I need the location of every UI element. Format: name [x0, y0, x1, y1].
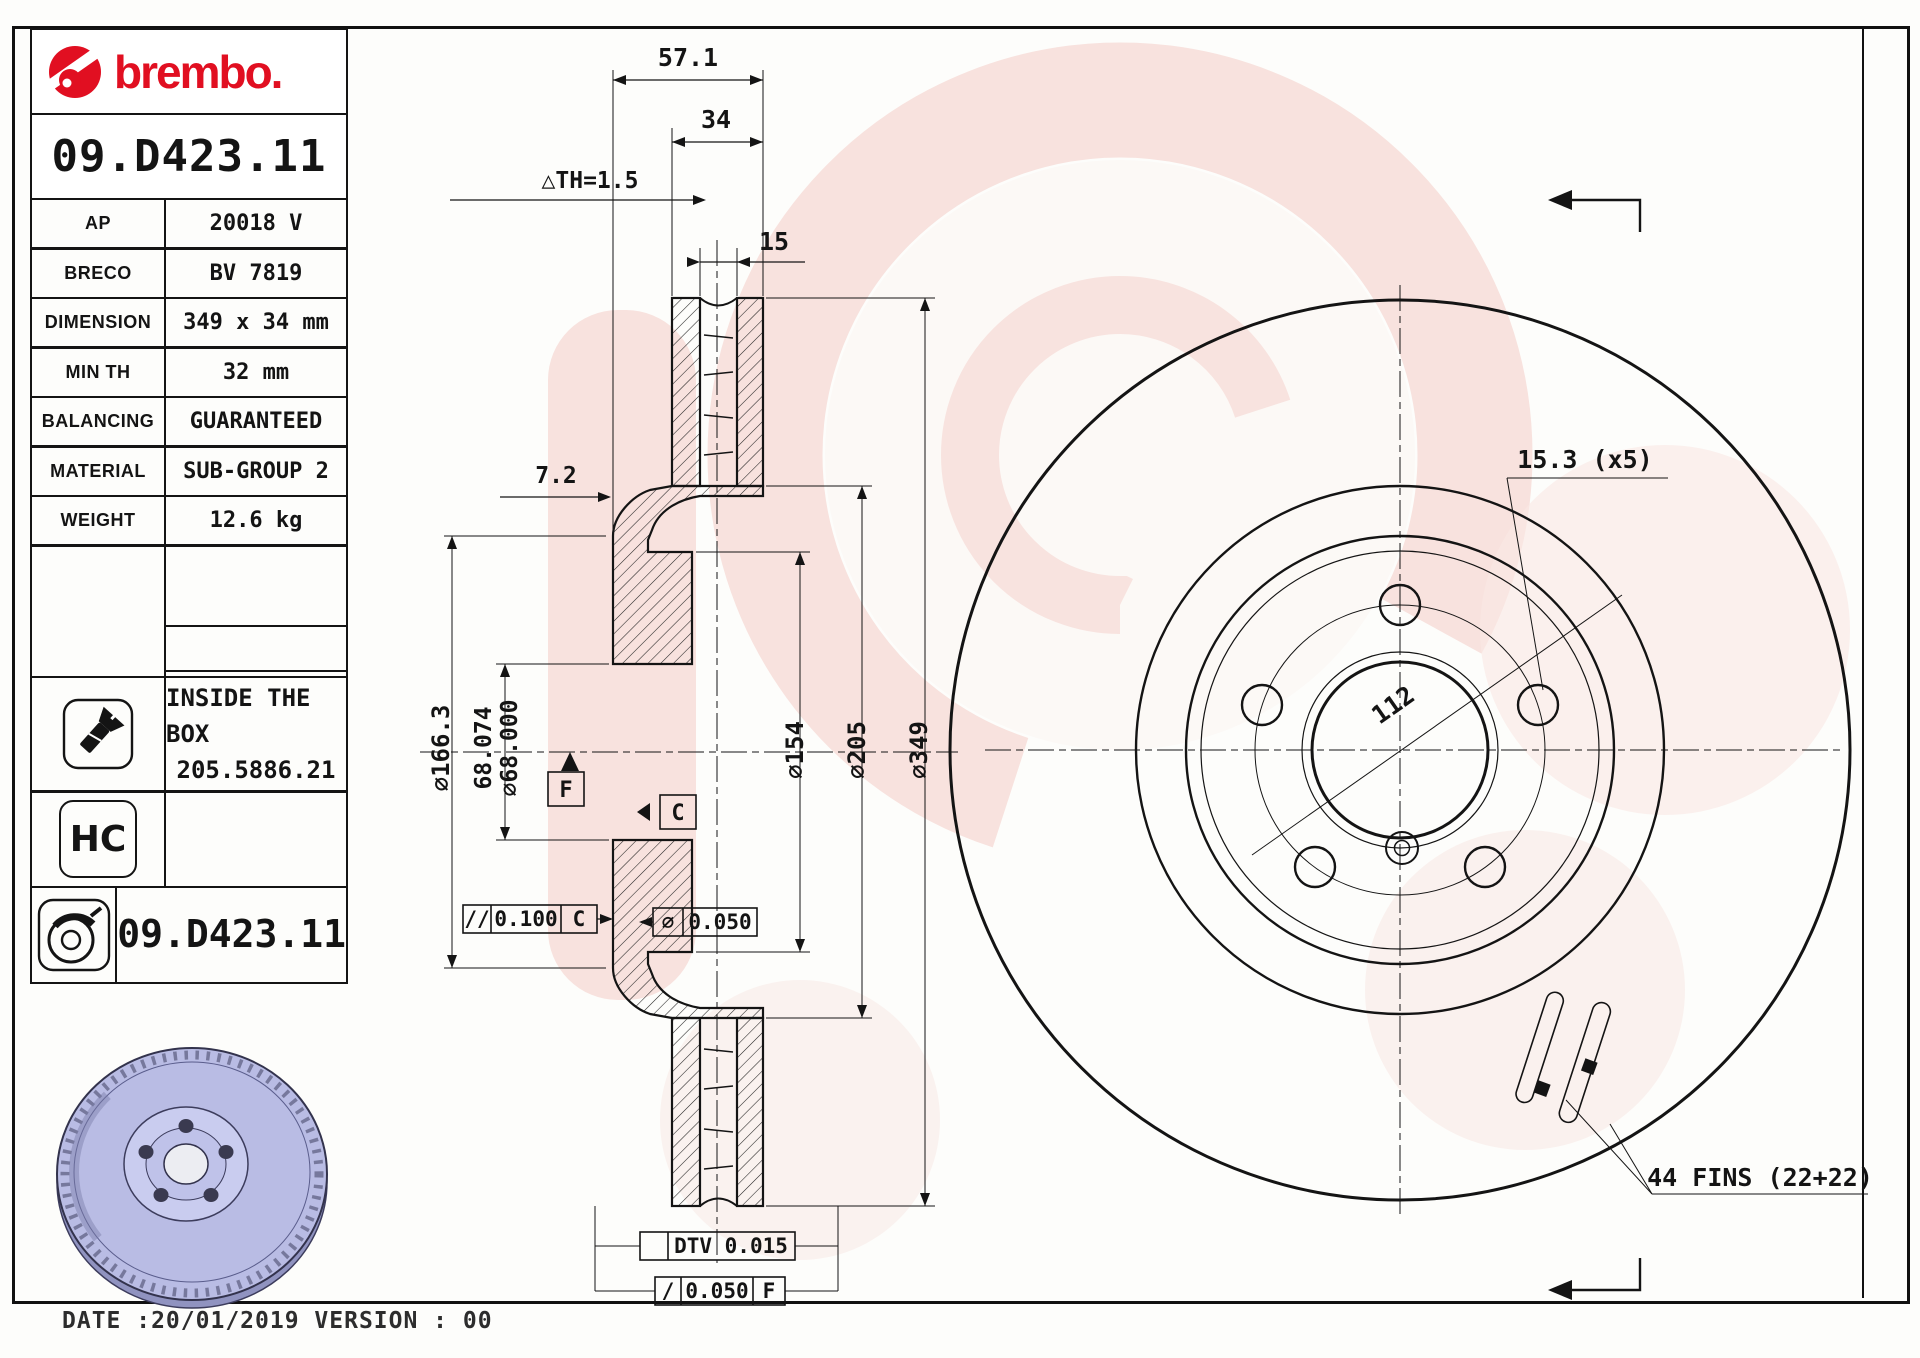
dia-outer: ∅349 — [905, 721, 933, 779]
row-value: SUB-GROUP 2 — [183, 458, 329, 484]
frame-circular-value: 0.050 — [688, 910, 751, 934]
row-label: AP — [32, 199, 166, 248]
dim-band-width: 34 — [701, 105, 731, 134]
datum-f-label: F — [559, 778, 572, 803]
frame-runout-value: 0.050 — [685, 1279, 748, 1303]
empty-row — [30, 544, 348, 678]
inside-the-box-code: 205.5886.21 — [176, 756, 336, 784]
frame-margin-line — [1862, 26, 1864, 1298]
dim-plate: 15 — [759, 227, 789, 256]
row-label: MATERIAL — [32, 447, 166, 495]
extension-lines — [444, 70, 935, 1207]
hat-section-top — [611, 484, 765, 666]
dim-offset: 7.2 — [535, 463, 577, 489]
fin-detail — [1515, 991, 1868, 1195]
table-row: MIN TH 32 mm — [30, 346, 348, 398]
bolt-holes — [1240, 583, 1560, 889]
hc-label: HC — [69, 818, 127, 860]
brembo-watermark — [548, 42, 1850, 1260]
vent-slot-top-edge — [699, 297, 738, 307]
table-row: MATERIAL SUB-GROUP 2 — [30, 445, 348, 497]
wheel-face-circle — [1200, 550, 1600, 950]
part-number-box: 09.D423.11 — [30, 113, 348, 200]
band-inner-circle — [1134, 484, 1666, 1016]
row-value: 12.6 kg — [209, 508, 303, 533]
center-bore-circle — [1310, 660, 1490, 840]
hc-row: HC — [30, 790, 348, 888]
tolerance-frames — [462, 771, 839, 1306]
frame-runout-datum: F — [763, 1279, 776, 1303]
row-label: BRECO — [32, 249, 166, 297]
table-row: DIMENSION 349 x 34 mm — [30, 296, 348, 349]
vane-marks — [703, 334, 734, 1170]
bottom-part-number: 09.D423.11 — [117, 912, 346, 956]
inner-plate-top — [735, 296, 765, 488]
bottom-part-row: 09.D423.11 — [30, 885, 348, 984]
dim-fins: 44 FINS (22+22) — [1647, 1163, 1873, 1192]
bolt-pitch-circle — [1254, 604, 1546, 896]
date-version-note: DATE :20/01/2019 VERSION : 00 — [62, 1308, 493, 1334]
row-value: 32 mm — [222, 359, 290, 385]
row-value: 20018 V — [209, 211, 303, 236]
inside-the-box-row: INSIDE THE BOX 205.5886.21 — [30, 675, 348, 793]
row-value: GUARANTEED — [189, 409, 323, 434]
datum-c-label: C — [671, 801, 684, 826]
dimension-arrows — [447, 75, 930, 1206]
brand-wordmark: brembo. — [114, 45, 283, 98]
pitch-diagonal-line — [1251, 594, 1623, 856]
dia-hat: ∅166.3 — [427, 705, 455, 792]
title-block: brembo. 09.D423.11 AP 20018 V BRECO BV 7… — [30, 27, 348, 984]
table-row: BALANCING GUARANTEED — [30, 395, 348, 448]
dia-band-inner: ∅205 — [843, 721, 871, 779]
section-cut-arrows — [1548, 190, 1642, 1300]
bore-chamfer-circle — [1301, 651, 1499, 849]
screw-icon — [62, 698, 134, 770]
row-value: BV 7819 — [209, 260, 303, 286]
brand-header: brembo. — [30, 27, 348, 116]
section-view: 57.1 34 △TH=1.5 15 7.2 ∅166.3 68.074 ∅68… — [420, 43, 958, 1306]
render-bolt-holes — [138, 1119, 234, 1202]
dim-th-variation: △TH=1.5 — [542, 168, 639, 194]
frame-dtv-value: DTV 0.015 — [674, 1234, 788, 1258]
dim-pitch: 112 — [1366, 680, 1420, 730]
inside-the-box-text: INSIDE THE BOX — [166, 684, 311, 748]
table-row: BRECO BV 7819 — [30, 247, 348, 299]
outer-diameter-circle — [948, 298, 1852, 1202]
dimension-lines — [450, 79, 805, 498]
frame-parallel-symbol: // — [464, 907, 489, 931]
inner-plate-bottom — [735, 1016, 765, 1208]
table-row: AP 20018 V — [30, 197, 348, 250]
holes-leader-line — [1506, 477, 1544, 691]
outer-plate-bottom — [670, 1016, 702, 1208]
table-row: WEIGHT 12.6 kg — [30, 494, 348, 547]
vent-slot-bottom-edge — [699, 1197, 738, 1207]
row-label: BALANCING — [32, 397, 166, 446]
hat-section-bottom — [611, 838, 765, 1020]
frame-parallel-value: 0.100 — [494, 907, 557, 931]
set-screw-hole-outer — [1385, 831, 1419, 865]
dia-bore-lower: ∅68.000 — [497, 700, 523, 797]
hat-circle — [1184, 534, 1616, 966]
row-value: 349 x 34 mm — [183, 310, 329, 335]
frame-parallel-datum: C — [573, 907, 586, 931]
row-label: WEIGHT — [32, 496, 166, 545]
drawing-frame — [12, 26, 1910, 1304]
dia-bore-upper: 68.074 — [471, 706, 497, 789]
row-label: DIMENSION — [32, 298, 166, 347]
brembo-logo-icon — [46, 42, 104, 98]
dia-inner: ∅154 — [781, 721, 809, 779]
row-label: MIN TH — [32, 348, 166, 396]
hc-badge: HC — [59, 800, 137, 878]
frame-runout-symbol: / — [662, 1279, 675, 1303]
dim-holes: 15.3 (x5) — [1517, 445, 1652, 474]
brake-disc-icon — [37, 898, 110, 971]
dim-total-width: 57.1 — [658, 43, 718, 72]
disc-render-image — [56, 1047, 328, 1309]
outer-plate-top — [670, 296, 702, 488]
frame-circular-symbol: ⌀ — [662, 910, 675, 934]
part-number: 09.D423.11 — [51, 131, 327, 182]
set-screw-hole-inner — [1393, 839, 1411, 857]
